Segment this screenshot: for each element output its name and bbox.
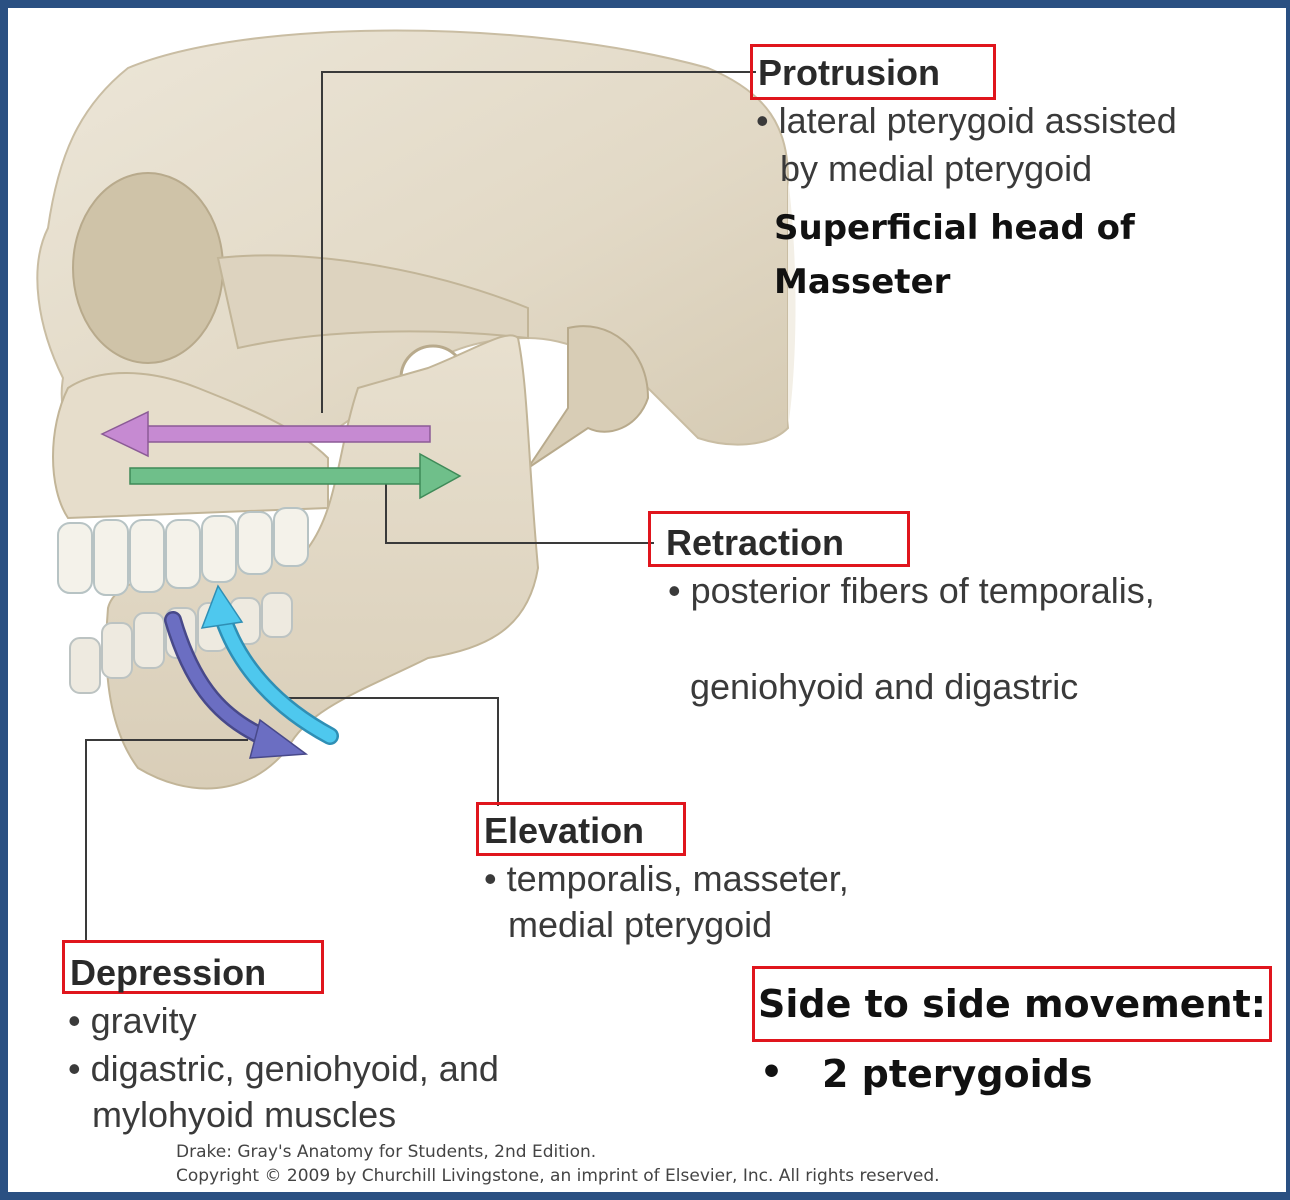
side-item: 2 pterygoids [822,1052,1093,1096]
protrusion-title: Protrusion [758,52,941,93]
protrusion-line-1: • lateral pterygoid assisted [756,100,1177,141]
retraction-line-1: • posterior fibers of temporalis, [668,570,1155,611]
side-label-box [752,966,1272,1042]
depression-line-2: • digastric, geniohyoid, and [68,1048,499,1089]
side-bullet: • [760,1052,784,1093]
credit-line-1: Drake: Gray's Anatomy for Students, 2nd … [176,1142,597,1162]
orbit-shape [72,172,224,364]
protrusion-arrow [100,410,431,458]
leader-lines [85,71,756,943]
protrusion-extra-2: Masseter [774,262,951,302]
depression-label-box [62,940,324,994]
elevation-line-2: medial pterygoid [508,904,773,945]
elevation-title: Elevation [484,810,645,851]
protrusion-extra-1: Superficial head of [774,208,1135,248]
elevation-label-box [476,802,686,856]
styloid-shape [527,325,650,469]
mandible-shape [105,334,540,790]
retraction-label-box [648,511,910,567]
elevation-line-1: • temporalis, masseter, [484,858,849,899]
protrusion-label-box [750,44,996,100]
retraction-arrow [129,452,462,500]
diagram-frame: Protrusion • lateral pterygoid assisted … [8,8,1286,1192]
depression-line-1: • gravity [68,1000,197,1041]
zygomatic-shape [216,254,529,350]
credit-line-2: Copyright © 2009 by Churchill Livingston… [176,1166,940,1186]
elevation-arrow [200,584,339,745]
depression-line-3: mylohyoid muscles [92,1094,397,1135]
depression-arrow [164,611,309,759]
protrusion-line-2: by medial pterygoid [780,148,1093,189]
depression-title: Depression [70,952,267,993]
skull-illustration [36,29,796,943]
retraction-line-2: geniohyoid and digastric [690,666,1079,707]
retraction-title: Retraction [666,522,845,563]
upper-teeth [57,507,309,596]
side-title: Side to side movement: [758,982,1266,1026]
